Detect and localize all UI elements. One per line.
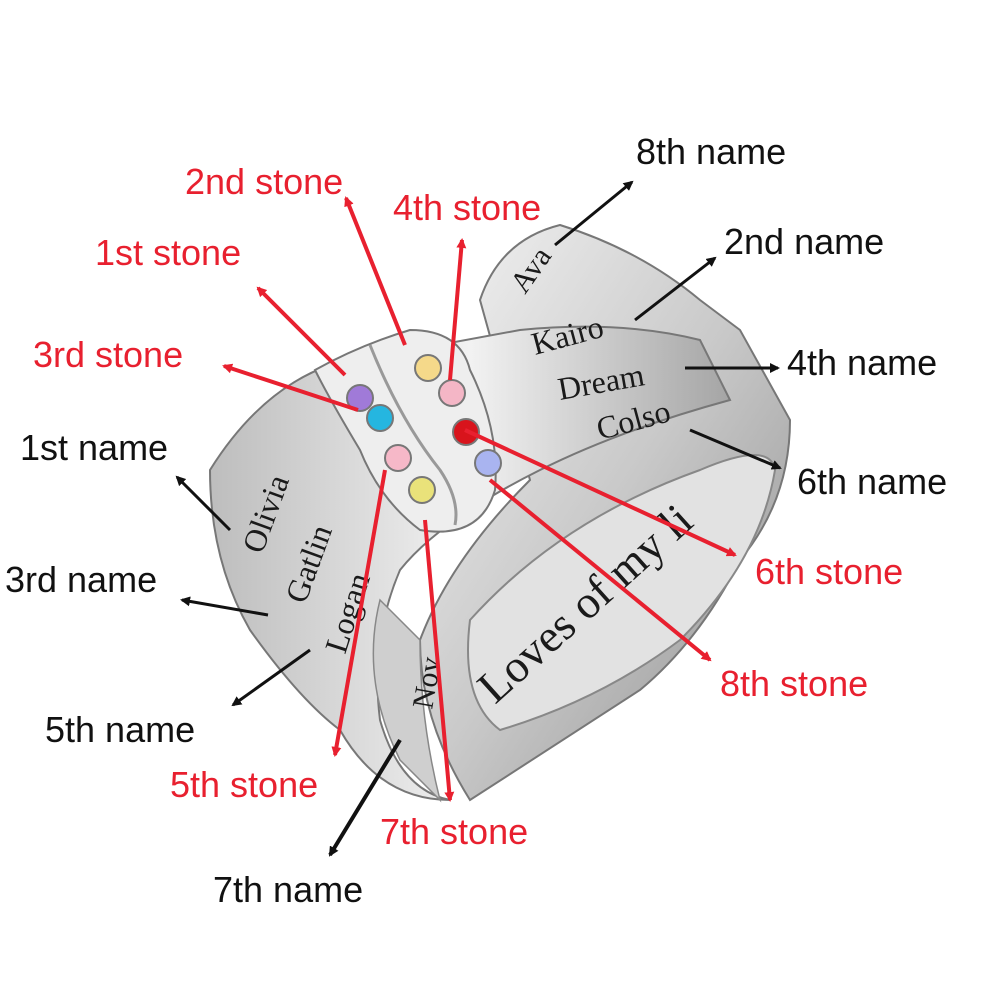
arrow-2nd-name <box>634 256 717 322</box>
arrow-4th-stone <box>448 238 467 381</box>
stone-2 <box>414 354 442 382</box>
label-8th-name: 8th name <box>636 131 786 172</box>
arrow-8th-name <box>554 180 634 247</box>
label-7th-stone: 7th stone <box>380 811 528 852</box>
arrow-3rd-stone <box>222 363 359 412</box>
ring-left-shank <box>372 598 442 803</box>
label-8th-stone: 8th stone <box>720 663 868 704</box>
label-2nd-stone: 2nd stone <box>185 161 343 202</box>
label-3rd-name: 3rd name <box>5 559 157 600</box>
label-2nd-name: 2nd name <box>724 221 884 262</box>
arrow-5th-stone <box>331 469 387 757</box>
arrow-7th-stone <box>423 519 455 802</box>
ring <box>208 223 792 803</box>
label-6th-name: 6th name <box>797 461 947 502</box>
name-arrows <box>175 180 782 857</box>
stone-4 <box>438 379 466 407</box>
label-4th-stone: 4th stone <box>393 187 541 228</box>
arrow-6th-stone <box>464 428 737 557</box>
label-1st-name: 1st name <box>20 427 168 468</box>
label-7th-name: 7th name <box>213 869 363 910</box>
stone-1 <box>346 384 374 412</box>
arrow-2nd-stone <box>344 196 407 346</box>
stone-arrows <box>222 196 737 802</box>
label-3rd-stone: 3rd stone <box>33 334 183 375</box>
arrow-7th-name <box>328 738 402 857</box>
ring-front-band <box>208 325 732 801</box>
label-1st-stone: 1st stone <box>95 232 241 273</box>
arrow-3rd-name <box>180 596 269 617</box>
arrow-1st-name <box>175 475 232 532</box>
stone-7 <box>408 476 436 504</box>
label-4th-name: 4th name <box>787 342 937 383</box>
stone-8 <box>474 449 502 477</box>
arrow-1st-stone <box>256 286 347 377</box>
label-6th-stone: 6th stone <box>755 551 903 592</box>
arrow-6th-name <box>689 428 782 470</box>
arrow-8th-stone <box>488 478 712 662</box>
label-5th-stone: 5th stone <box>170 764 318 805</box>
stone-3 <box>366 404 394 432</box>
label-5th-name: 5th name <box>45 709 195 750</box>
setting-divider <box>368 344 458 526</box>
stone-5 <box>384 444 412 472</box>
arrow-5th-name <box>231 648 311 707</box>
